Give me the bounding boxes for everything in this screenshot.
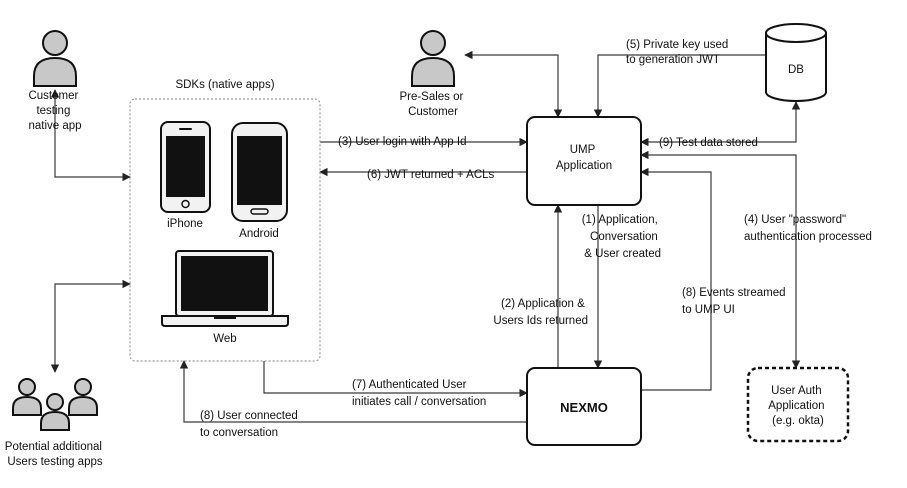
edge-customer-sdks [50, 89, 131, 182]
customer-label: Customer testing native app [28, 90, 81, 132]
edge-1-label: (1) Application, Conversation & User cre… [582, 214, 661, 260]
people-group-icon [12, 378, 98, 431]
potential-users-label: Potential additional Users testing apps [5, 441, 105, 468]
edge-9-test-data [640, 101, 801, 147]
user-auth-label: User Auth Application (e.g. okta) [768, 385, 827, 427]
android-label: Android [239, 228, 279, 240]
nexmo-label: NEXMO [560, 400, 608, 415]
iphone-icon [160, 121, 211, 213]
edge-6-label: (6) JWT returned + ACLs [367, 169, 495, 181]
ump-application-box [526, 116, 642, 206]
user-auth-box [746, 366, 850, 443]
sdks-container [129, 98, 321, 362]
edge-potential-sdks [50, 279, 131, 373]
person-icon [33, 30, 77, 87]
edge-4-label: (4) User "password" authentication proce… [744, 214, 872, 243]
edge-7-call [263, 361, 528, 398]
person-icon [411, 30, 455, 87]
edge-4-auth [640, 150, 801, 369]
sdks-title: SDKs (native apps) [175, 79, 274, 91]
laptop-icon [161, 250, 289, 327]
edge-8-connected-label: (8) User connected to conversation [200, 410, 301, 439]
presales-label: Pre-Sales or Customer [399, 91, 466, 118]
edge-8-connected [179, 360, 527, 423]
ump-label: UMP Application [556, 144, 612, 172]
edge-7-label: (7) Authenticated User initiates call / … [352, 379, 486, 408]
nexmo-box [526, 367, 642, 446]
edge-8-events [640, 167, 712, 391]
edge-5-label: (5) Private key used to generation JWT [626, 39, 731, 66]
web-label: Web [213, 333, 236, 345]
edge-3-label: (3) User login with App Id [338, 136, 466, 148]
edge-5-private-key [593, 54, 766, 118]
edge-2-label: (2) Application & Users Ids returned [493, 298, 588, 327]
edge-9-label: (9) Test data stored [659, 137, 758, 149]
db-label: DB [788, 64, 804, 76]
android-phone-icon [231, 122, 288, 222]
edge-presales-ump [464, 50, 563, 118]
iphone-label: iPhone [167, 218, 203, 230]
edge-8-events-label: (8) Events streamed to UMP UI [682, 287, 789, 316]
database-cylinder-icon [765, 23, 827, 102]
